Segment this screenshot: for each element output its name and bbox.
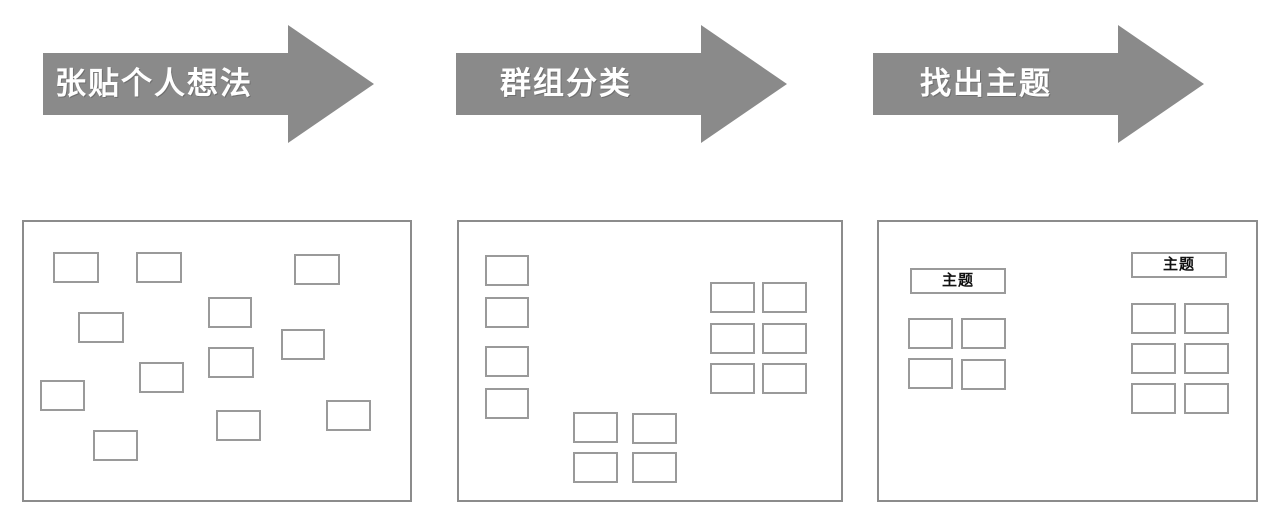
sticky-note[interactable] — [908, 358, 953, 389]
sticky-note[interactable] — [710, 363, 755, 394]
sticky-note[interactable] — [485, 255, 529, 286]
sticky-note[interactable] — [281, 329, 325, 360]
sticky-note[interactable] — [294, 254, 340, 285]
process-arrow-label-step-2: 群组分类 — [500, 66, 632, 101]
arrow-shape-step-3 — [873, 25, 1204, 143]
sticky-note[interactable] — [485, 346, 529, 377]
sticky-note[interactable] — [326, 400, 371, 431]
sticky-note[interactable] — [762, 323, 807, 354]
sticky-note[interactable] — [1131, 303, 1176, 334]
sticky-note[interactable] — [93, 430, 138, 461]
sticky-note[interactable] — [573, 412, 618, 443]
sticky-note[interactable] — [961, 318, 1006, 349]
sticky-note[interactable] — [1131, 383, 1176, 414]
sticky-note[interactable] — [485, 388, 529, 419]
sticky-note[interactable] — [53, 252, 99, 283]
process-arrow-step-3 — [873, 25, 1204, 143]
arrow-shape-step-1 — [43, 25, 374, 143]
theme-label: 主题 — [941, 272, 974, 289]
sticky-note[interactable] — [710, 323, 755, 354]
theme-header-note[interactable]: 主题 — [1131, 252, 1227, 278]
sticky-note[interactable] — [1131, 343, 1176, 374]
sticky-note[interactable] — [78, 312, 124, 343]
sticky-note[interactable] — [139, 362, 184, 393]
sticky-note[interactable] — [632, 452, 677, 483]
sticky-note[interactable] — [136, 252, 182, 283]
sticky-note[interactable] — [762, 282, 807, 313]
process-arrow-label-step-3: 找出主题 — [920, 66, 1052, 101]
process-arrow-step-1 — [43, 25, 374, 143]
sticky-note[interactable] — [1184, 383, 1229, 414]
theme-label: 主题 — [1162, 256, 1195, 273]
arrow-shape-step-2 — [456, 25, 787, 143]
sticky-note[interactable] — [961, 359, 1006, 390]
sticky-note[interactable] — [40, 380, 85, 411]
process-arrow-label-step-1: 张贴个人想法 — [55, 66, 253, 101]
sticky-note[interactable] — [908, 318, 953, 349]
sticky-note[interactable] — [710, 282, 755, 313]
sticky-note[interactable] — [216, 410, 261, 441]
sticky-note[interactable] — [1184, 343, 1229, 374]
theme-header-note[interactable]: 主题 — [910, 268, 1006, 294]
sticky-note[interactable] — [573, 452, 618, 483]
process-arrow-step-2 — [456, 25, 787, 143]
sticky-note[interactable] — [762, 363, 807, 394]
sticky-note[interactable] — [1184, 303, 1229, 334]
sticky-note[interactable] — [208, 297, 252, 328]
sticky-note[interactable] — [485, 297, 529, 328]
sticky-note[interactable] — [208, 347, 254, 378]
sticky-note[interactable] — [632, 413, 677, 444]
